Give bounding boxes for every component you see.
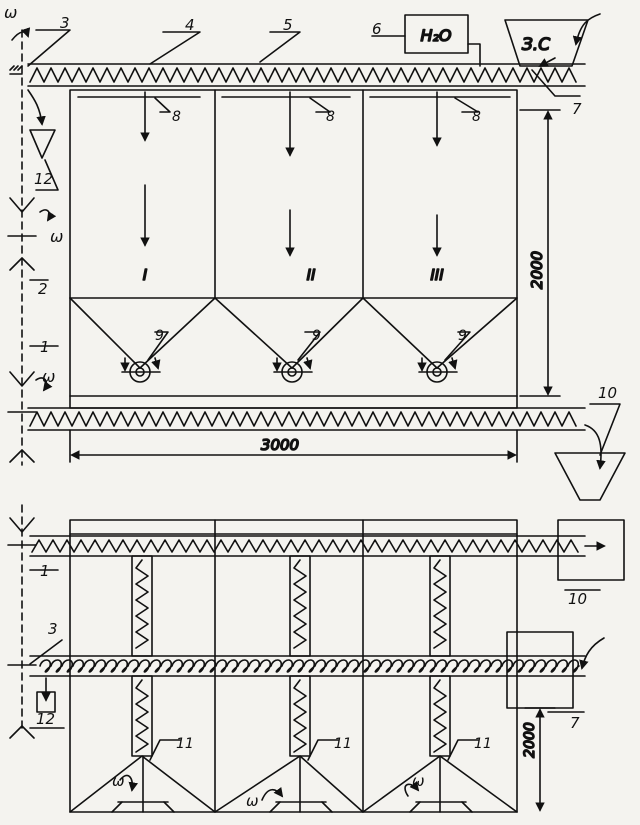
outlet-hopper [554, 452, 626, 501]
water-tank-label: H₂O [420, 26, 451, 45]
omega-bot-3: ω [412, 772, 425, 790]
lower-view: 2000 [7, 504, 625, 813]
label-12-top: 12 [34, 170, 53, 188]
dimension-height-top-label: 2000 [528, 251, 546, 289]
omega-bot-1: ω [112, 772, 125, 790]
dust-bin [29, 129, 56, 159]
feed-in-arrow [538, 57, 556, 67]
label-8-b: 8 [326, 109, 335, 125]
label-11-b: 11 [334, 736, 352, 752]
output-box [557, 519, 625, 581]
feed-arrow [572, 13, 601, 46]
hopper-cone-3 [362, 297, 518, 369]
tank-plan [69, 519, 518, 813]
outlet-arrow [584, 424, 606, 470]
bottom-screw-conveyor [27, 407, 586, 431]
top-screw-flight [29, 67, 577, 83]
section-III: III [430, 266, 444, 284]
label-8-c: 8 [472, 109, 481, 125]
water-pipe [467, 43, 481, 67]
label-11-a: 11 [176, 736, 194, 752]
rotor-3 [417, 357, 458, 383]
hopper-cone-2 [214, 297, 364, 369]
section-I: I [143, 266, 148, 284]
support-low [7, 371, 53, 463]
dimension-height-top [519, 109, 561, 397]
label-10-top: 10 [598, 384, 617, 402]
dimension-width [69, 429, 518, 463]
label-9-a: 9 [155, 328, 164, 344]
feed-hopper [504, 19, 589, 67]
riser-3 [429, 555, 451, 757]
label-3-top: 3 [60, 14, 70, 32]
riser-1 [131, 555, 153, 757]
label-5: 5 [283, 16, 293, 34]
drive-3 [404, 755, 473, 813]
riser-2 [289, 555, 311, 757]
bottom-screw-flight [29, 411, 577, 427]
label-8-a: 8 [172, 109, 181, 125]
feed-hopper-label: З.С [522, 35, 550, 55]
spiral-screw [39, 659, 580, 673]
top-screw-conveyor [27, 63, 586, 87]
drive-2 [261, 755, 333, 813]
support-mid [7, 197, 57, 271]
label-2: 2 [38, 280, 48, 298]
upper-view: H₂O З.С [7, 13, 626, 501]
omega-mid-left: ω [50, 227, 63, 246]
labels: 3 4 5 6 7 8 8 8 9 9 9 10 12 2 1 1 3 10 7… [4, 3, 617, 810]
hopper-cone-1 [69, 297, 216, 369]
omega-top-left: ω [4, 3, 17, 22]
water-tank [404, 14, 469, 54]
label-6: 6 [372, 20, 382, 38]
label-11-c: 11 [474, 736, 492, 752]
dimension-width-label: 3000 [261, 436, 299, 454]
label-1-top: 1 [40, 338, 50, 356]
rotor-2 [272, 357, 313, 383]
section-II: II [307, 266, 316, 284]
label-7-top: 7 [572, 100, 582, 118]
label-7-bot: 7 [570, 714, 580, 732]
omega-low-left: ω [42, 367, 55, 386]
label-12-bot: 12 [36, 710, 55, 728]
label-9-b: 9 [312, 328, 321, 344]
settling-tank-body [69, 89, 518, 409]
label-9-c: 9 [458, 328, 467, 344]
support-top [9, 27, 31, 75]
omega-bot-2: ω [246, 792, 259, 810]
label-10-bot: 10 [568, 590, 587, 608]
dimension-height-bot-label: 2000 [522, 722, 538, 758]
plan-top-screw-flight [31, 539, 579, 553]
label-1-bot: 1 [40, 562, 50, 580]
label-3-bot: 3 [48, 620, 58, 638]
rotor-1 [120, 357, 161, 383]
drive-1 [111, 755, 175, 813]
label-4: 4 [185, 16, 195, 34]
